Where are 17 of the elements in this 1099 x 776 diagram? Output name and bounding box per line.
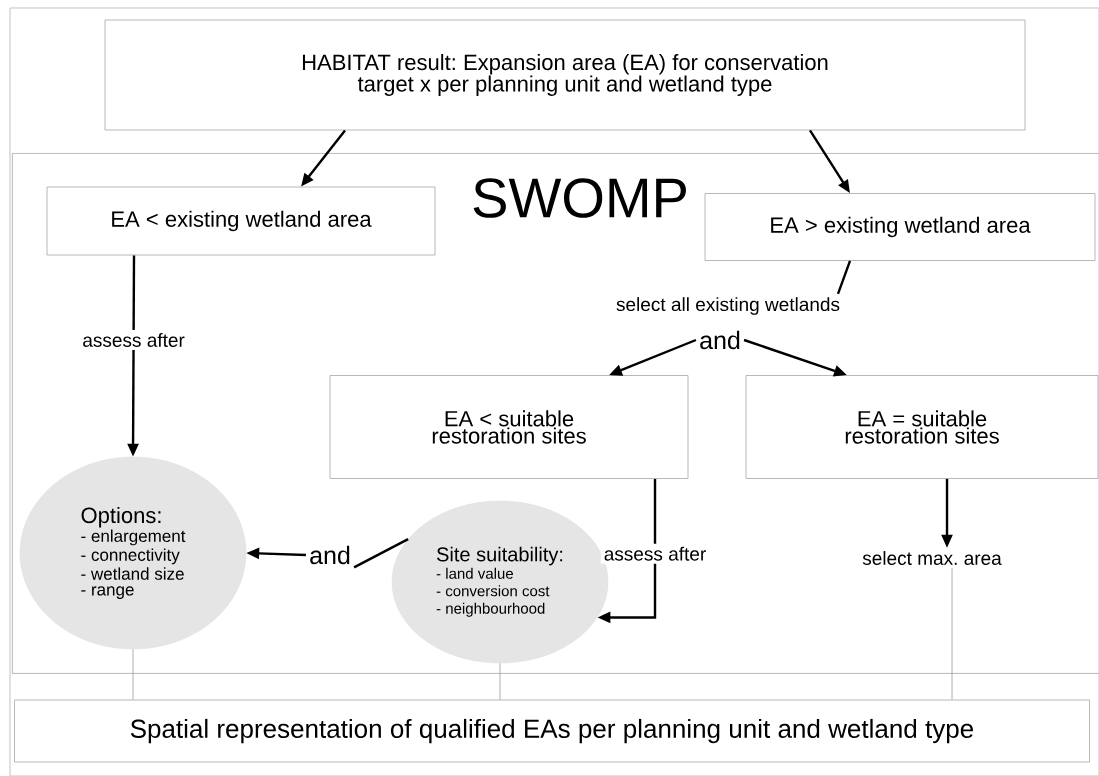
connector-line: [951, 567, 953, 700]
edge-label: assess after: [600, 543, 710, 564]
output-box: Spatial representation of qualified EAs per planning unit and wetland type: [14, 699, 1090, 763]
edge-label: assess after: [79, 330, 188, 350]
condition-box: EA > existing wetland area: [704, 193, 1096, 261]
connector-line: [132, 648, 134, 700]
flow-text: select max. area: [862, 551, 1002, 565]
connector-word: and: [310, 545, 350, 565]
connector-line: [353, 538, 409, 569]
result-box: HABITAT result: Expansion area (EA) for conservation target x per planning unit and wetland type: [104, 19, 1026, 131]
flow-text: select all existing wetlands: [616, 297, 840, 315]
condition-box: EA < suitable restoration sites: [329, 375, 689, 479]
connector-word: and: [700, 330, 740, 350]
connector-line: [499, 662, 501, 700]
connector-line: [836, 260, 852, 295]
condition-box: EA = suitable restoration sites: [745, 375, 1099, 479]
condition-box: EA < existing wetland area: [46, 186, 436, 256]
